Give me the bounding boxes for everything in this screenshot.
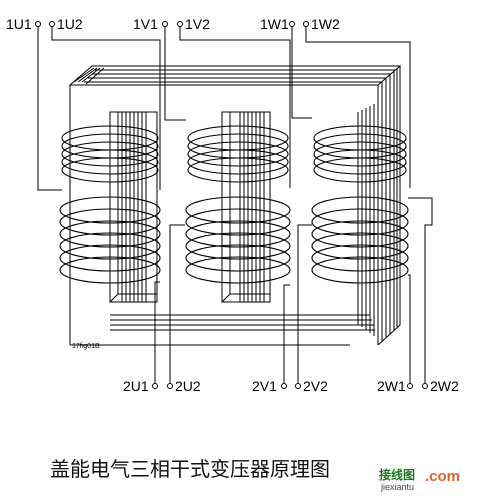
terminal-label-1v2: 1V2: [185, 16, 210, 32]
terminal-label-2u1: 2U1: [123, 378, 149, 394]
terminal-label-2w2: 2W2: [430, 378, 459, 394]
watermark-text-com: .com: [425, 468, 461, 485]
terminal-label-1w2: 1W2: [311, 16, 340, 32]
terminal-label-2u2: 2U2: [175, 378, 201, 394]
terminal-markers: [35, 21, 428, 389]
terminal-label-2v2: 2V2: [303, 378, 328, 394]
coil-v-secondary: [185, 196, 291, 284]
watermark-text-url: jiexiantu: [381, 482, 415, 492]
transformer-core: [68, 65, 402, 346]
coil-u-secondary: [59, 196, 161, 284]
coil-u-primary: [61, 125, 159, 183]
terminal-label-2v1: 2V1: [252, 378, 277, 394]
figure-code: 17fig01B: [72, 343, 100, 350]
coil-w-secondary: [311, 196, 409, 284]
terminal-label-2w1: 2W1: [377, 378, 406, 394]
lead-wires: [37, 26, 433, 383]
terminal-label-1u2: 1U2: [57, 16, 83, 32]
diagram-caption: 盖能电气三相干式变压器原理图: [50, 457, 330, 481]
terminal-label-1u1: 1U1: [6, 16, 32, 32]
watermark-logo: 接线图 .com jiexiantu: [379, 466, 471, 494]
watermark-text-cn: 接线图: [379, 468, 416, 482]
terminal-label-1w1: 1W1: [260, 16, 289, 32]
coil-v-primary: [187, 125, 289, 183]
coil-w-primary: [313, 125, 407, 183]
terminal-label-1v1: 1V1: [133, 16, 158, 32]
